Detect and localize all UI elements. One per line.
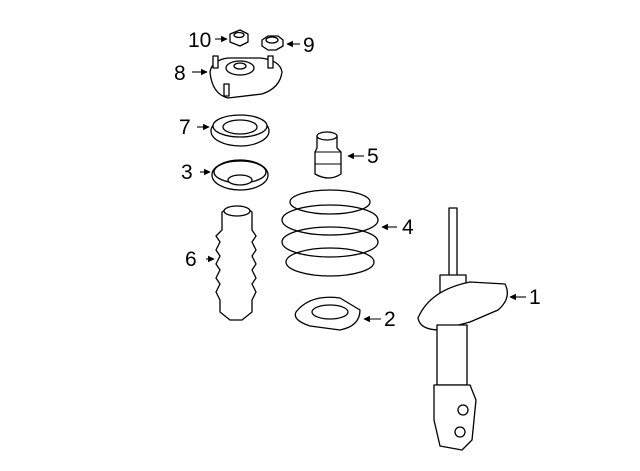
part-4-coil-spring[interactable] bbox=[281, 189, 397, 277]
callout-8[interactable]: 8 bbox=[174, 62, 186, 85]
callout-9[interactable]: 9 bbox=[303, 34, 315, 57]
part-9-mount-nut[interactable] bbox=[261, 35, 300, 51]
callout-5[interactable]: 5 bbox=[367, 145, 379, 168]
callout-1[interactable]: 1 bbox=[529, 286, 541, 309]
callout-2[interactable]: 2 bbox=[384, 308, 396, 331]
part-8-strut-mount[interactable] bbox=[192, 55, 283, 99]
callout-7[interactable]: 7 bbox=[179, 116, 191, 139]
part-7-bearing[interactable] bbox=[197, 114, 270, 147]
part-3-spring-insulator[interactable] bbox=[200, 159, 269, 191]
callout-4[interactable]: 4 bbox=[402, 216, 414, 239]
callout-6[interactable]: 6 bbox=[185, 248, 197, 271]
part-1-strut-assembly[interactable] bbox=[417, 207, 526, 451]
part-2-lower-spring-seat[interactable] bbox=[294, 296, 381, 331]
part-6-dust-boot[interactable] bbox=[206, 205, 257, 321]
callout-10[interactable]: 10 bbox=[188, 29, 212, 52]
part-5-bump-stop[interactable] bbox=[314, 131, 364, 179]
part-10-nut[interactable] bbox=[215, 29, 249, 47]
callout-3[interactable]: 3 bbox=[181, 161, 193, 184]
